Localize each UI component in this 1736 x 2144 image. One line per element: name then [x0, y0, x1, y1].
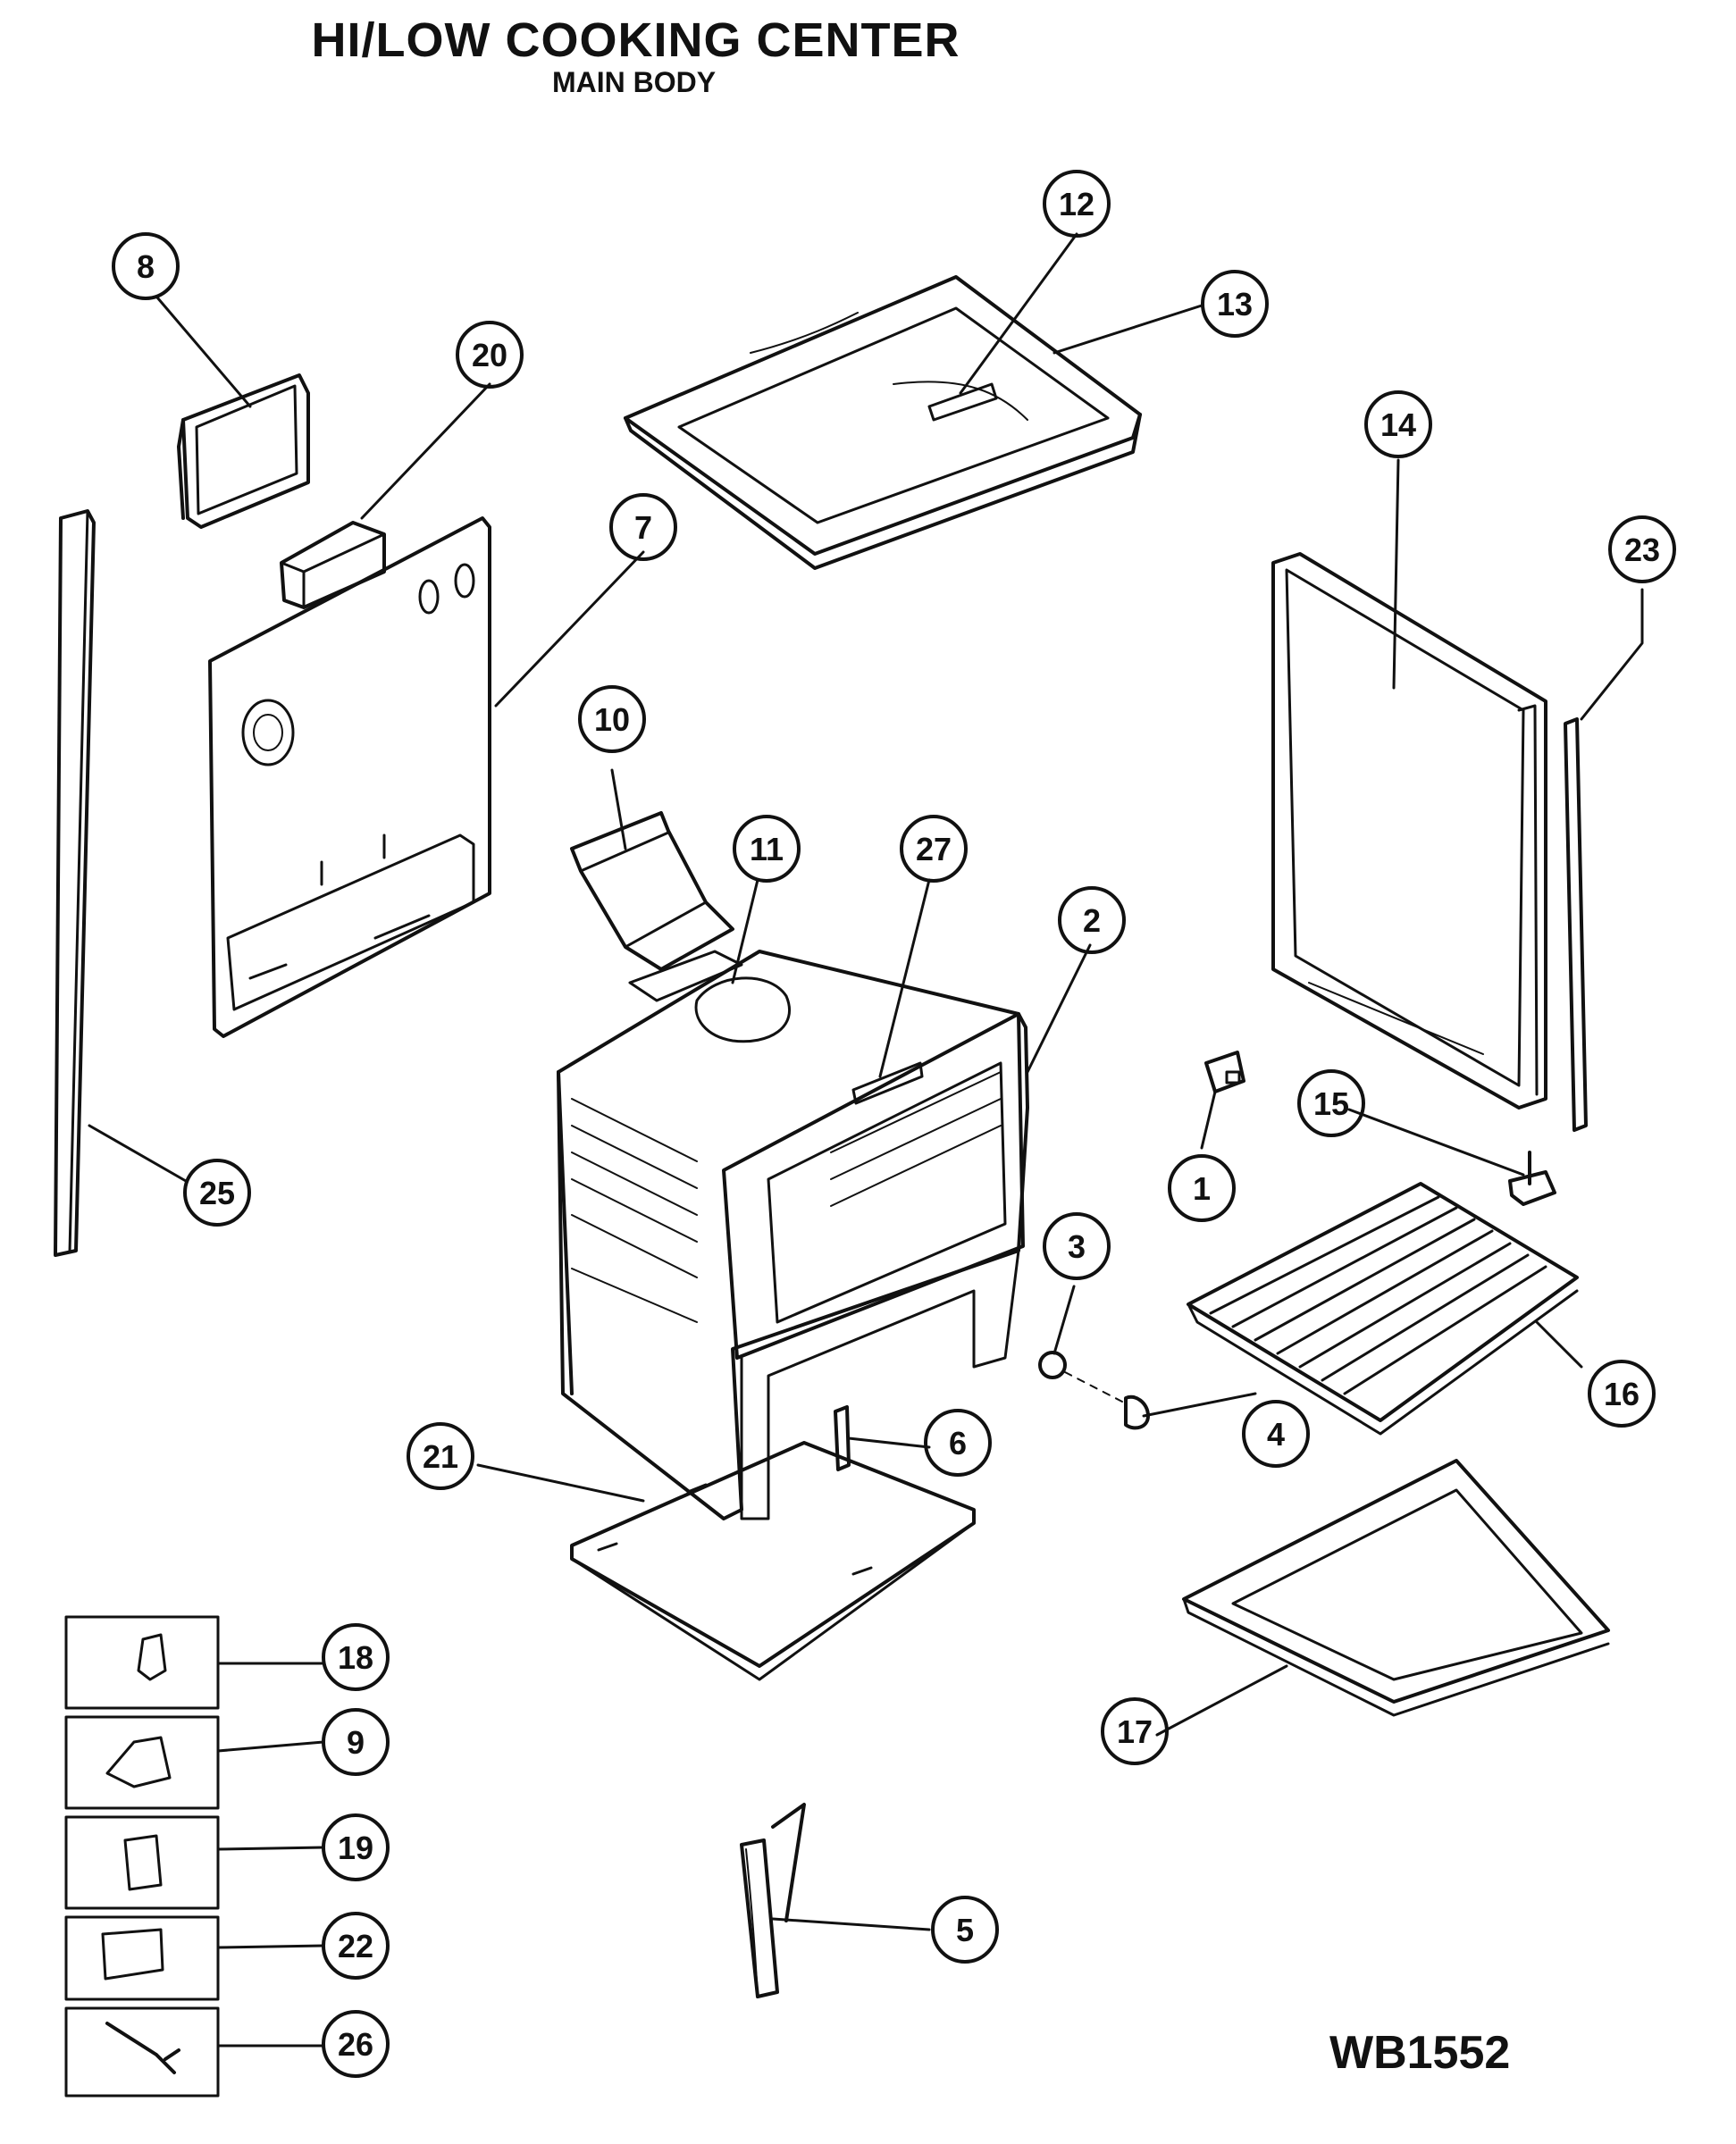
callout-1: [1168, 1154, 1236, 1222]
callout-label-5: 5: [956, 1912, 974, 1948]
callout-label-26: 26: [338, 2026, 373, 2063]
callout-label-6: 6: [949, 1425, 967, 1461]
callout-16: [1588, 1360, 1656, 1428]
part-6-small-bracket: [834, 1405, 851, 1471]
callout-label-15: 15: [1313, 1085, 1349, 1122]
callout-label-18: 18: [338, 1639, 373, 1676]
callout-label-19: 19: [338, 1830, 373, 1866]
callout-8: [112, 232, 180, 300]
part-3-4-knob-lamp: [1038, 1351, 1150, 1430]
part-17-drip-pan: [1182, 1459, 1610, 1717]
callout-circles: [112, 170, 1676, 2078]
callout-15: [1297, 1069, 1365, 1137]
part-7-back-panel: [208, 516, 491, 1038]
callout-label-4: 4: [1267, 1416, 1285, 1453]
callout-label-11: 11: [750, 831, 784, 867]
part-1-clip: [1204, 1051, 1245, 1093]
callout-label-12: 12: [1059, 186, 1094, 222]
callout-10: [578, 685, 646, 753]
callout-7: [609, 493, 677, 561]
part-20-small-cover: [280, 521, 386, 609]
callout-label-10: 10: [594, 701, 630, 738]
diagram-title: HI/LOW COOKING CENTER: [311, 13, 960, 67]
callout-label-14: 14: [1380, 406, 1416, 443]
callout-4: [1242, 1400, 1310, 1468]
part-10-duct: [570, 811, 734, 971]
callout-12: [1043, 170, 1111, 238]
callout-label-13: 13: [1217, 286, 1253, 322]
callout-label-25: 25: [199, 1175, 235, 1211]
part-13-top-panel: [624, 275, 1142, 570]
callout-21: [407, 1422, 474, 1490]
callout-5: [931, 1896, 999, 1964]
callout-17: [1101, 1697, 1169, 1765]
callout-23: [1608, 515, 1676, 583]
callout-label-7: 7: [634, 509, 652, 546]
callout-25: [183, 1159, 251, 1227]
callout-18: [322, 1623, 390, 1691]
callout-label-21: 21: [423, 1438, 458, 1475]
callout-label-22: 22: [338, 1928, 373, 1964]
callout-20: [456, 321, 524, 389]
callout-numbers: 8 20 7 12 13 14 23 10 11 27 2 1 15 3 16 …: [137, 186, 1660, 2063]
leader-lines: [88, 232, 1644, 2048]
callout-label-8: 8: [137, 248, 155, 285]
callout-11: [733, 815, 801, 883]
callout-label-3: 3: [1068, 1228, 1086, 1265]
part-14-door-frame: [1271, 552, 1547, 1110]
callout-19: [322, 1813, 390, 1881]
part-15-leveling-leg: [1508, 1151, 1556, 1206]
part-11-27-components: [628, 950, 924, 1105]
part-5-igniter: [740, 1803, 806, 1998]
callout-label-9: 9: [347, 1724, 365, 1761]
model-code: WB1552: [1329, 2027, 1511, 2079]
callout-2: [1058, 886, 1126, 954]
part-2-oven-body: [557, 950, 1029, 1520]
callout-label-1: 1: [1193, 1170, 1211, 1207]
callout-22: [322, 1912, 390, 1980]
hardware-boxes: [64, 1615, 220, 2098]
callout-9: [322, 1708, 390, 1776]
part-25-trim-strip: [54, 509, 96, 1257]
callout-3: [1043, 1212, 1111, 1280]
callout-27: [900, 815, 968, 883]
callout-label-16: 16: [1604, 1376, 1640, 1412]
diagram-subtitle: MAIN BODY: [551, 66, 717, 98]
callout-14: [1364, 390, 1432, 458]
part-23-gasket-strip: [1564, 717, 1588, 1132]
callout-label-20: 20: [472, 337, 507, 373]
callout-label-27: 27: [916, 831, 952, 867]
callout-6: [924, 1409, 992, 1477]
part-16-oven-rack: [1187, 1182, 1579, 1436]
callout-label-2: 2: [1083, 902, 1101, 939]
callout-13: [1201, 270, 1269, 338]
callout-label-17: 17: [1117, 1713, 1153, 1750]
part-21-bottom-plate: [570, 1441, 976, 1681]
callout-label-23: 23: [1624, 532, 1660, 568]
part-8-bracket: [177, 373, 310, 529]
callout-26: [322, 2010, 390, 2078]
